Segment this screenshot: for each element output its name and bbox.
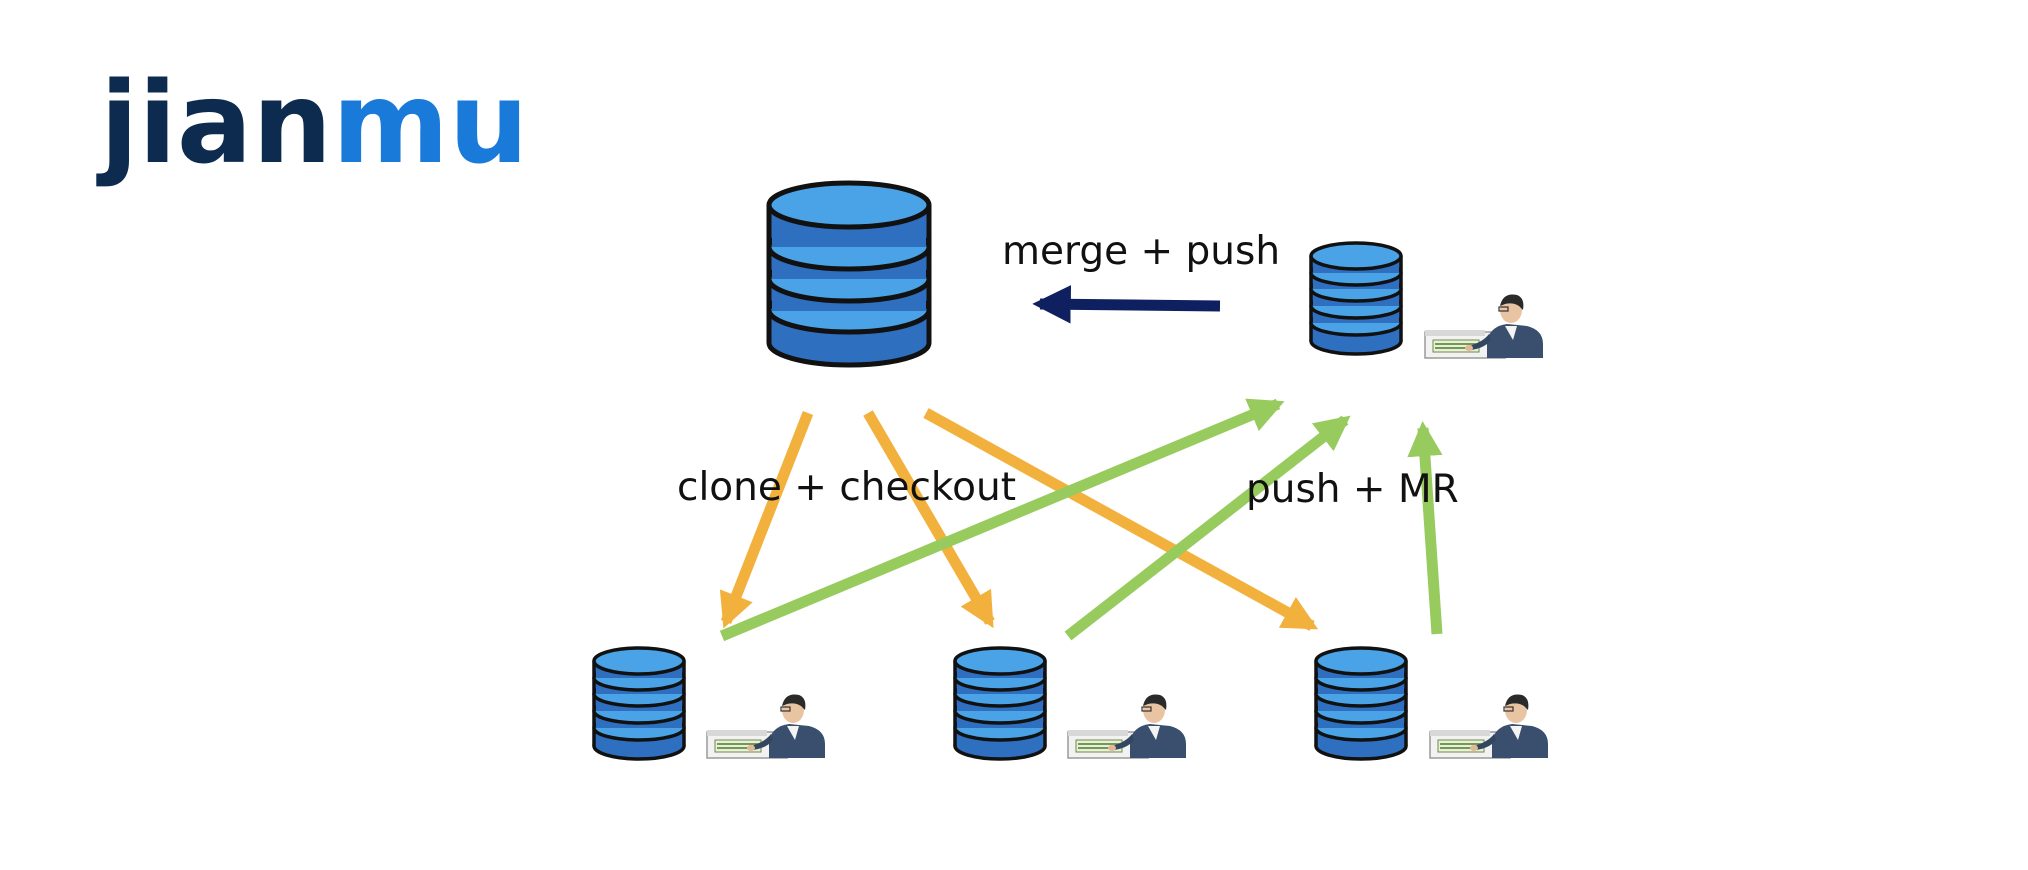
database-icon xyxy=(1309,241,1403,356)
developer-workstation-2 xyxy=(953,646,1187,761)
clone-arrow-1 xyxy=(719,410,814,629)
database-icon xyxy=(769,183,929,365)
clone-arrow-3 xyxy=(923,408,1319,631)
push-arrow-3 xyxy=(1407,420,1443,635)
maintainer-workstation xyxy=(1309,241,1544,359)
central-repository xyxy=(769,183,929,365)
logo-text-part2: mu xyxy=(332,59,528,189)
push-arrow-2 xyxy=(1064,415,1351,641)
logo-text-part1: jian xyxy=(96,59,332,189)
developer-at-computer-icon xyxy=(1429,693,1549,759)
merge-push-label: merge + push xyxy=(1002,229,1280,274)
clone-arrows xyxy=(719,408,1319,631)
developer-at-computer-icon xyxy=(1424,293,1544,359)
developer-workstation-1 xyxy=(592,646,826,761)
developer-at-computer-icon xyxy=(1067,693,1187,759)
database-icon xyxy=(953,646,1047,761)
jianmu-logo: jianmu xyxy=(96,59,529,189)
push-arrows xyxy=(719,398,1443,642)
clone-arrow-2 xyxy=(863,410,995,629)
developer-workstation-3 xyxy=(1314,646,1549,761)
push-mr-label: push + MR xyxy=(1246,467,1459,512)
developer-at-computer-icon xyxy=(706,693,826,759)
database-icon xyxy=(1314,646,1408,761)
svg-text:jianmu: jianmu xyxy=(96,59,529,189)
merge-push-arrow xyxy=(1032,285,1221,324)
clone-checkout-label: clone + checkout xyxy=(677,465,1016,510)
database-icon xyxy=(592,646,686,761)
push-arrow-1 xyxy=(719,398,1285,642)
